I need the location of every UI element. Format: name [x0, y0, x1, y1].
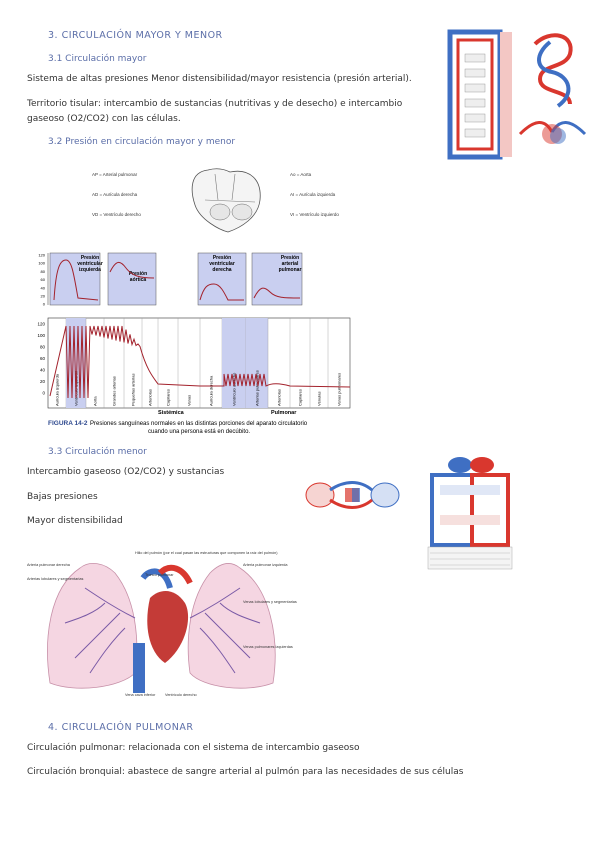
label-arteria-izquierda: Arteria pulmonar izquierda	[243, 563, 288, 567]
label-arteria-derecha: Arteria pulmonar derecha	[27, 563, 71, 567]
column-label: Pequeñas arterias	[131, 374, 136, 406]
pulmonary-loop-diagram	[305, 481, 400, 509]
section-33-title: 3.3 Circulación menor	[48, 447, 147, 457]
heart-drawing	[191, 168, 261, 233]
svg-text:Presión: Presión	[81, 255, 99, 261]
svg-text:Presión: Presión	[129, 271, 147, 277]
svg-text:VI = Ventrículo izquierdo: VI = Ventrículo izquierdo	[290, 212, 339, 217]
column-label: Aurícula izquierda	[55, 373, 60, 406]
label-arterias-lobulares: Arterias lobulares y segmentarias	[27, 577, 83, 581]
s33-paragraph-1: Intercambio gaseoso (O2/CO2) y sustancia…	[27, 467, 225, 477]
inset-y-tick: 60	[41, 277, 46, 282]
svg-text:aórtica: aórtica	[130, 277, 147, 283]
label-venas-pulmonares: Venas pulmonares izquierdas	[243, 645, 293, 649]
systemic-circulation-diagram	[440, 24, 590, 166]
svg-text:AD = Aurícula derecha: AD = Aurícula derecha	[92, 192, 138, 197]
main-y-tick: 100	[37, 333, 45, 338]
label-pulmonar: Pulmonar	[271, 410, 297, 416]
s31-paragraph-1: Sistema de altas presiones Menor distens…	[27, 74, 412, 84]
svg-text:arterial: arterial	[282, 261, 299, 267]
label-tronco: Tronco pulmonar	[145, 573, 174, 577]
inset-y-tick: 100	[38, 261, 45, 266]
circuit-blocks	[447, 29, 512, 160]
section-3-title: 3. CIRCULACIÓN MAYOR Y MENOR	[48, 30, 223, 41]
inset-y-tick: 120	[38, 253, 45, 258]
column-label: Venas	[187, 395, 192, 406]
pressure-curve	[49, 325, 351, 399]
svg-text:Ao = Aorta: Ao = Aorta	[290, 172, 312, 177]
svg-text:VD = Ventrículo derecho: VD = Ventrículo derecho	[92, 212, 141, 217]
capillary-bed-icon	[518, 121, 587, 144]
figure-caption-line2: cuando una persona está en decúbito.	[148, 429, 250, 435]
svg-text:pulmonar: pulmonar	[279, 267, 302, 273]
heart-loop-icon	[533, 33, 573, 108]
column-label: Grandes arterias	[112, 376, 117, 406]
section-4-title: 4. CIRCULACIÓN PULMONAR	[48, 722, 194, 733]
column-highlight	[222, 318, 246, 408]
s4-paragraph-2: Circulación bronquial: abastece de sangr…	[27, 767, 464, 777]
main-chart-frame	[47, 317, 351, 409]
inset-aorta: Presión aórtica	[107, 252, 157, 306]
svg-text:AI = Aurícula izquierda: AI = Aurícula izquierda	[290, 192, 336, 197]
inset-y-tick: 40	[41, 285, 46, 290]
s33-paragraph-3: Mayor distensibilidad	[27, 516, 123, 526]
svg-text:Presión: Presión	[281, 255, 299, 261]
heart-labels-right: Ao = Aorta AI = Aurícula izquierda VI = …	[290, 172, 339, 217]
label-ventriculo: Ventrículo derecho	[165, 693, 197, 697]
s4-paragraph-1: Circulación pulmonar: relacionada con el…	[27, 743, 360, 753]
main-y-tick: 80	[40, 345, 46, 350]
svg-text:derecha: derecha	[212, 267, 231, 273]
label-sistemica: Sistémica	[158, 410, 185, 416]
column-label: Aorta	[93, 396, 98, 406]
main-y-tick: 40	[40, 368, 46, 373]
inset-y-tick: 0	[43, 302, 46, 307]
column-label: Ventrículo derecho	[232, 372, 237, 406]
section-32-title: 3.2 Presión en circulación mayor y menor	[48, 137, 236, 147]
inset-y-tick: 80	[41, 269, 46, 274]
label-venas-lobulares: Venas lobulares y segmentarias	[243, 600, 297, 604]
inset-y-axis-ticks: 120 100 80 60 40 20 0	[38, 253, 45, 307]
column-highlight	[66, 318, 86, 408]
figure-caption-label: FIGURA 14-2	[48, 420, 88, 427]
central-heart-vessels	[133, 564, 193, 693]
inset-left-ventricle: Presión ventricular izquierda	[49, 252, 103, 306]
main-y-tick: 120	[37, 322, 45, 327]
inset-pulmonary-artery: Presión arterial pulmonar	[251, 252, 303, 306]
svg-text:AP = Arterial pulmonar: AP = Arterial pulmonar	[92, 172, 138, 177]
column-label: Arteriolas	[277, 389, 282, 406]
heart-pressure-diagram: AP = Arterial pulmonar AD = Aurícula der…	[92, 168, 339, 233]
column-label: Capilares	[166, 389, 171, 406]
main-y-tick: 0	[42, 391, 45, 396]
inset-y-tick: 20	[41, 294, 46, 299]
s31-paragraph-2b: gaseoso (O2/CO2) con las células.	[27, 114, 181, 124]
main-y-tick: 20	[40, 379, 46, 384]
column-label: Arteriolas	[148, 389, 153, 406]
column-label: Vénulas	[317, 392, 322, 406]
column-label: Arterias pulmonares	[255, 370, 260, 406]
pressure-chart-figure-14-2: Presión ventricular izquierda Presión aó…	[37, 252, 351, 435]
column-label: Aurícula derecha	[209, 375, 214, 406]
svg-text:ventricular: ventricular	[77, 261, 103, 267]
inset-right-ventricle: Presión ventricular derecha	[197, 252, 247, 306]
s33-paragraph-2: Bajas presiones	[27, 492, 98, 502]
figure-caption-line1: Presiones sanguíneas normales en las dis…	[90, 421, 308, 427]
svg-text:izquierda: izquierda	[79, 267, 101, 273]
column-label: Capilares	[298, 389, 303, 406]
s31-paragraph-2a: Territorio tisular: intercambio de susta…	[27, 99, 403, 109]
heart-labels-left: AP = Arterial pulmonar AD = Aurícula der…	[92, 172, 141, 217]
main-y-tick: 60	[40, 356, 46, 361]
main-y-axis-ticks: 120 100 80 60 40 20 0	[37, 322, 45, 396]
section-31-title: 3.1 Circulación mayor	[48, 54, 147, 64]
label-vena-cava: Vena cava inferior	[125, 693, 156, 697]
label-hilio: Hilio del pulmón (por el cual pasan las …	[135, 551, 278, 555]
lungs-pulmonary-vessels-figure: Arteria pulmonar derecha Arterias lobula…	[27, 551, 297, 697]
column-label: Venas pulmonares	[337, 373, 342, 406]
pulmonary-systemic-diagram	[420, 455, 520, 573]
svg-text:Presión: Presión	[213, 255, 231, 261]
svg-text:ventricular: ventricular	[209, 261, 235, 267]
